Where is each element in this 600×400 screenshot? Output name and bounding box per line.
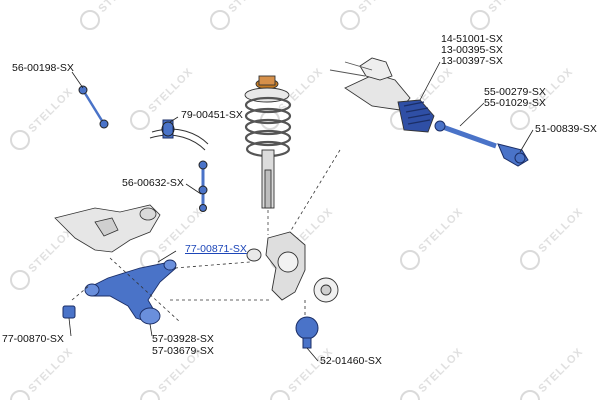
label-stabilizer-link-right: 56-00632-SX [122, 177, 184, 189]
label-control-arm-bush: 77-00870-SX [2, 333, 64, 345]
watermark-text: STELLOX [226, 0, 275, 15]
label-control-arm-mount: 77-00871-SX [185, 243, 247, 255]
label-stabilizer-bush: 79-00451-SX [181, 109, 243, 121]
watermark-text: STELLOX [356, 0, 405, 15]
watermark-stamp: STELLOX [520, 206, 586, 270]
label-tie-rod-part-2: 55-01029-SX [484, 97, 546, 109]
subframe [54, 204, 161, 253]
watermark-stamp: STELLOX [9, 86, 76, 150]
watermark-stamp: STELLOX [520, 346, 586, 400]
lower-control-arm [84, 259, 177, 325]
label-stabilizer-link-left: 56-00198-SX [12, 62, 74, 74]
watermark-text: STELLOX [26, 86, 75, 135]
stabilizer-bar [149, 119, 209, 151]
label-steering-rack-part-3: 13-00397-SX [441, 55, 503, 67]
label-tie-rod-part-1: 55-00279-SX [484, 86, 546, 98]
leader-lines [68, 61, 534, 362]
watermark-stamp: STELLOX [400, 346, 466, 400]
watermark-stamp: STELLOX [9, 226, 76, 290]
watermark-text: STELLOX [416, 346, 465, 395]
watermark-text: STELLOX [26, 226, 75, 275]
steering-rack [329, 57, 435, 133]
watermark-stamp: STELLOX [9, 346, 76, 400]
tie-rod [434, 120, 497, 149]
watermark-text: STELLOX [96, 0, 145, 15]
ball-joint [295, 300, 319, 349]
watermark-stamp: STELLOX [340, 0, 406, 30]
label-control-arm-part-1: 57-03928-SX [152, 333, 214, 345]
watermark-text: STELLOX [536, 346, 585, 395]
watermark-stamp: STELLOX [80, 0, 146, 30]
assembly-guides [71, 149, 341, 323]
watermark-stamp: STELLOX [470, 0, 536, 30]
tie-rod-end [497, 143, 529, 167]
watermark-stamp: STELLOX [130, 66, 196, 130]
label-control-arm-part-2: 57-03679-SX [152, 345, 214, 357]
label-steering-rack-part-1: 14-51001-SX [441, 33, 503, 45]
label-steering-rack-part-2: 13-00395-SX [441, 44, 503, 56]
label-tie-rod-end: 51-00839-SX [535, 123, 597, 135]
watermark-stamp: STELLOX [210, 0, 276, 30]
watermark-text: STELLOX [536, 206, 585, 255]
steering-knuckle [246, 231, 339, 303]
watermark-stamp: STELLOX [400, 206, 466, 270]
watermark-text: STELLOX [146, 66, 195, 115]
label-ball-joint: 52-01460-SX [320, 355, 382, 367]
watermark-stamp: STELLOX [270, 346, 336, 400]
watermark-text: STELLOX [26, 346, 75, 395]
watermark-text: STELLOX [416, 206, 465, 255]
stabilizer-link-left [78, 85, 109, 129]
strut-assembly [244, 75, 292, 235]
watermark-text: STELLOX [486, 0, 535, 15]
stabilizer-link-right [198, 160, 208, 212]
control-arm-bush [62, 305, 76, 319]
